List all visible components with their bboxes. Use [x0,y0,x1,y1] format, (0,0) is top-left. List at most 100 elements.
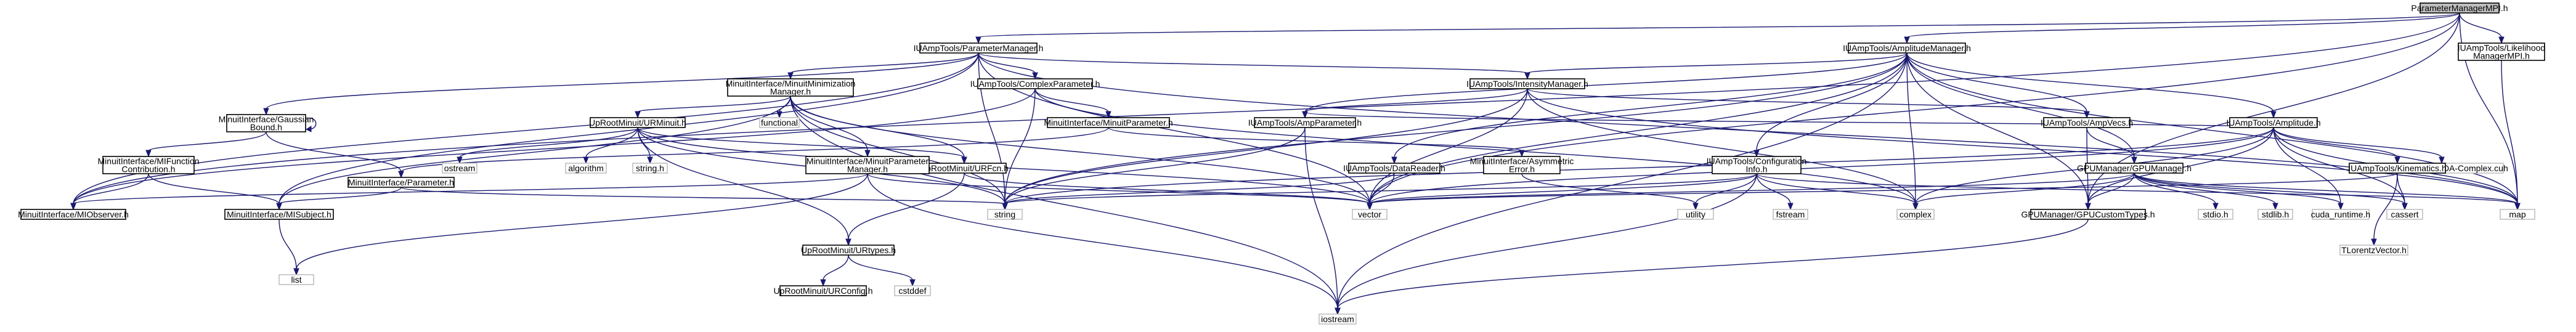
node-urm[interactable]: UpRootMinuit/URMinuit.h [589,117,686,128]
node-box [278,274,314,285]
node-label: fstream [1776,209,1805,219]
node-box [2312,209,2370,220]
node-label: IUAmpTools/Amplitude.h [2226,118,2320,128]
node-box [2349,163,2446,174]
node-label: cuda_runtime.h [2311,209,2371,219]
node-box [1677,209,1714,220]
edge-mifc-to-mis [148,173,282,211]
node-mp[interactable]: MinuitInterface/MinuitParameter.h [1044,117,1173,128]
node-box [2420,2,2500,14]
node-box [977,78,1093,89]
node-label: MinuitInterface/Parameter.h [348,177,454,187]
node-label: algorithm [568,163,604,173]
node-label: IUAmpTools/DataReader.h [1343,163,1445,173]
edge-urt-to-cstddef [848,254,916,287]
edge-layer [70,12,2521,315]
edge-gpum-to-stdlib [2134,172,2278,211]
node-box [2198,209,2233,220]
node-urt[interactable]: UpRootMinuit/URtypes.h [801,245,896,256]
node-am[interactable]: IUAmpTools/AmplitudeManager.h [1843,43,1971,54]
node-cp[interactable]: IUAmpTools/ComplexParameter.h [970,78,1100,89]
node-pm[interactable]: IUAmpTools/ParameterManager.h [914,43,1044,54]
node-box [226,114,306,132]
node-label: IUAmpTools/AmpParameter.h [1248,118,1362,128]
edge-ap-to-iostream [1304,127,1341,315]
node-amp[interactable]: IUAmpTools/Amplitude.h [2226,117,2321,128]
edge-pm-to-gcb [263,52,979,116]
node-box [1896,209,1935,220]
edge-root-to-pm [975,12,2460,44]
node-map: map [2500,209,2535,220]
node-label: MinuitInterface/MIObserver.h [18,209,129,219]
node-label: IUAmpTools/Likelihood [2458,43,2545,53]
edge-ci-to-string [1002,173,1757,211]
edge-root-to-lmm [2459,12,2505,44]
edge-av-to-gpum [2086,127,2137,164]
node-stdio: stdio.h [2198,209,2233,220]
node-urc[interactable]: UpRootMinuit/URConfig.h [773,285,873,296]
node-ap[interactable]: IUAmpTools/AmpParameter.h [1248,117,1362,128]
node-label: string.h [636,163,664,173]
node-box [1848,43,1966,54]
node-list: list [278,274,314,285]
edge-urfcn-to-urt [845,172,965,246]
node-box [2085,163,2184,174]
node-label: IUAmpTools/AmpVecs.h [2041,118,2133,128]
node-label: Manager.h [847,164,888,174]
node-ostream: ostream [442,163,477,174]
node-label: ParameterManagerMPI.h [2411,3,2508,13]
edge-mmpm-to-mio [70,173,868,211]
node-box [224,209,334,220]
node-im[interactable]: IUAmpTools/IntensityManager.h [1466,78,1588,89]
edge-gpum-to-stdio [2134,172,2219,211]
edge-kin-to-vector [1367,172,2398,211]
node-iostream: iostream [1318,314,1357,325]
edge-gcb-to-mpar [266,131,404,179]
node-box [20,209,126,220]
node-box [987,209,1023,220]
node-av[interactable]: IUAmpTools/AmpVecs.h [2041,117,2133,128]
edge-ci-to-fstream [1756,173,1794,211]
node-tlv: TLorentzVector.h [2339,245,2408,256]
node-label: vector [1358,209,1381,219]
node-gpuct[interactable]: GPUManager/GPUCustomTypes.h [2021,209,2155,220]
edge-am-to-amp [1906,52,2277,119]
edge-gpum-to-gpuct [2085,172,2135,211]
node-mis[interactable]: MinuitInterface/MISubject.h [224,209,334,220]
node-box [1318,314,1357,325]
edge-pm-to-cp [978,52,1038,80]
node-label: UpRootMinuit/URFcn.h [920,163,1009,173]
edge-mp-to-mae [1108,127,1525,158]
node-box [779,285,867,296]
node-algorithm: algorithm [565,163,607,174]
node-mpar[interactable]: MinuitInterface/Parameter.h [347,177,455,188]
node-label: stdio.h [2203,209,2228,219]
node-gpum[interactable]: GPUManager/GPUManager.h [2077,163,2192,174]
node-box [919,43,1038,54]
node-mmm[interactable]: MinuitInterface/MinuitMinimizationManage… [726,78,856,97]
node-label: Contribution.h [121,164,175,174]
edge-am-to-dr [1391,52,1908,164]
edge-urm-to-urfcn [637,127,967,164]
node-box [1348,163,1440,174]
node-kin[interactable]: IUAmpTools/Kinematics.h [2348,163,2447,174]
node-label: utility [1686,209,1705,219]
node-box [2257,209,2293,220]
node-label: stdlib.h [2262,209,2289,219]
node-label: complex [1899,209,1932,219]
node-urfcn[interactable]: UpRootMinuit/URFcn.h [920,163,1009,174]
node-mio[interactable]: MinuitInterface/MIObserver.h [18,209,129,220]
node-label: UpRootMinuit/URConfig.h [773,286,872,296]
node-label: GPUManager/GPUManager.h [2077,163,2192,173]
node-label: TLorentzVector.h [2341,245,2407,255]
edge-gpum-to-cuda [2134,172,2344,211]
node-dr[interactable]: IUAmpTools/DataReader.h [1343,163,1445,174]
node-label: cassert [2391,209,2418,219]
